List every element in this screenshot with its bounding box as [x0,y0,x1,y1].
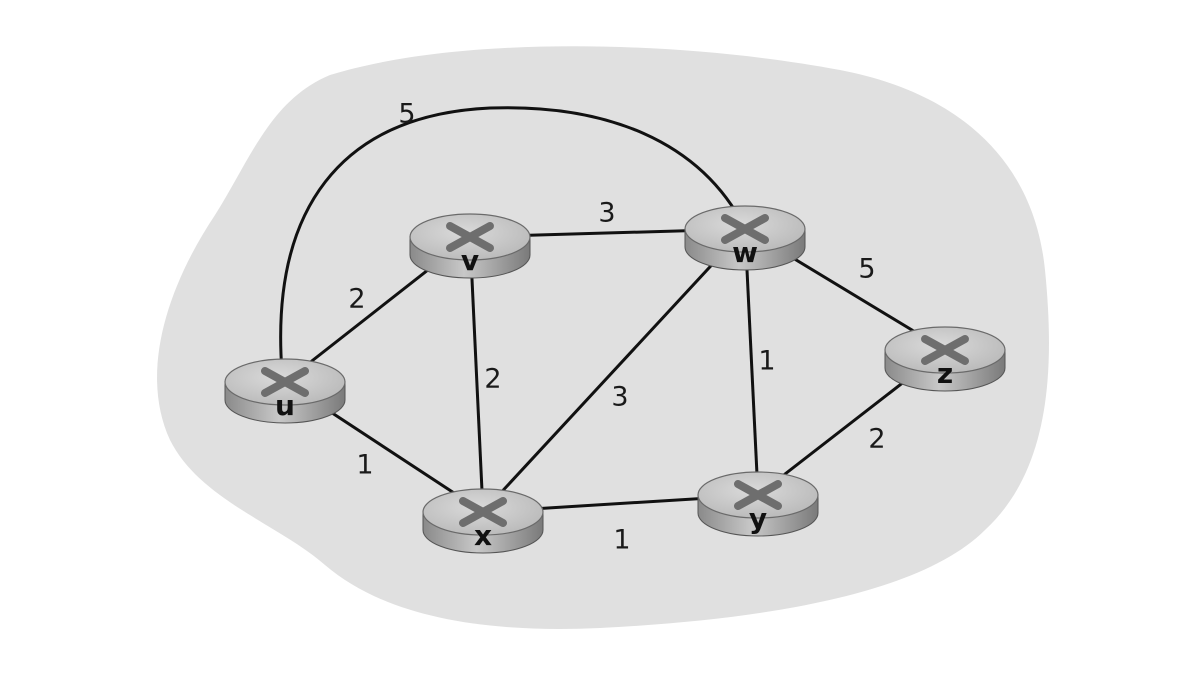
router-x: x [422,488,544,554]
router-icon [446,222,494,252]
router-label-u: u [275,389,295,422]
edge-weight-u-w: 5 [398,99,415,130]
router-label-z: z [937,357,953,390]
edge-weight-v-w: 3 [598,198,615,229]
router-z: z [884,326,1006,392]
router-icon [734,480,782,510]
router-y: y [697,471,819,537]
edge-weight-u-x: 1 [356,450,373,481]
edge-u-w [279,106,747,373]
router-icon [921,335,969,365]
router-label-x: x [474,519,492,552]
edge-weight-y-z: 2 [868,424,885,455]
router-w: w [684,205,806,271]
edge-v-x [468,236,485,513]
router-u: u [224,358,346,424]
edge-w-y [743,228,760,496]
router-icon [721,214,769,244]
edge-weight-x-y: 1 [613,525,630,556]
router-label-v: v [461,244,479,277]
network-cloud [157,46,1049,629]
edge-weight-w-z: 5 [858,254,875,285]
router-label-w: w [732,236,758,269]
edge-weight-w-y: 1 [758,346,775,377]
edge-weight-x-w: 3 [611,382,628,413]
router-label-y: y [749,502,767,535]
router-icon [459,497,507,527]
edge-x-w [481,227,747,514]
edge-weight-v-x: 2 [484,364,501,395]
router-icon [261,367,309,397]
router-v: v [409,213,531,279]
edge-weight-u-v: 2 [348,284,365,315]
